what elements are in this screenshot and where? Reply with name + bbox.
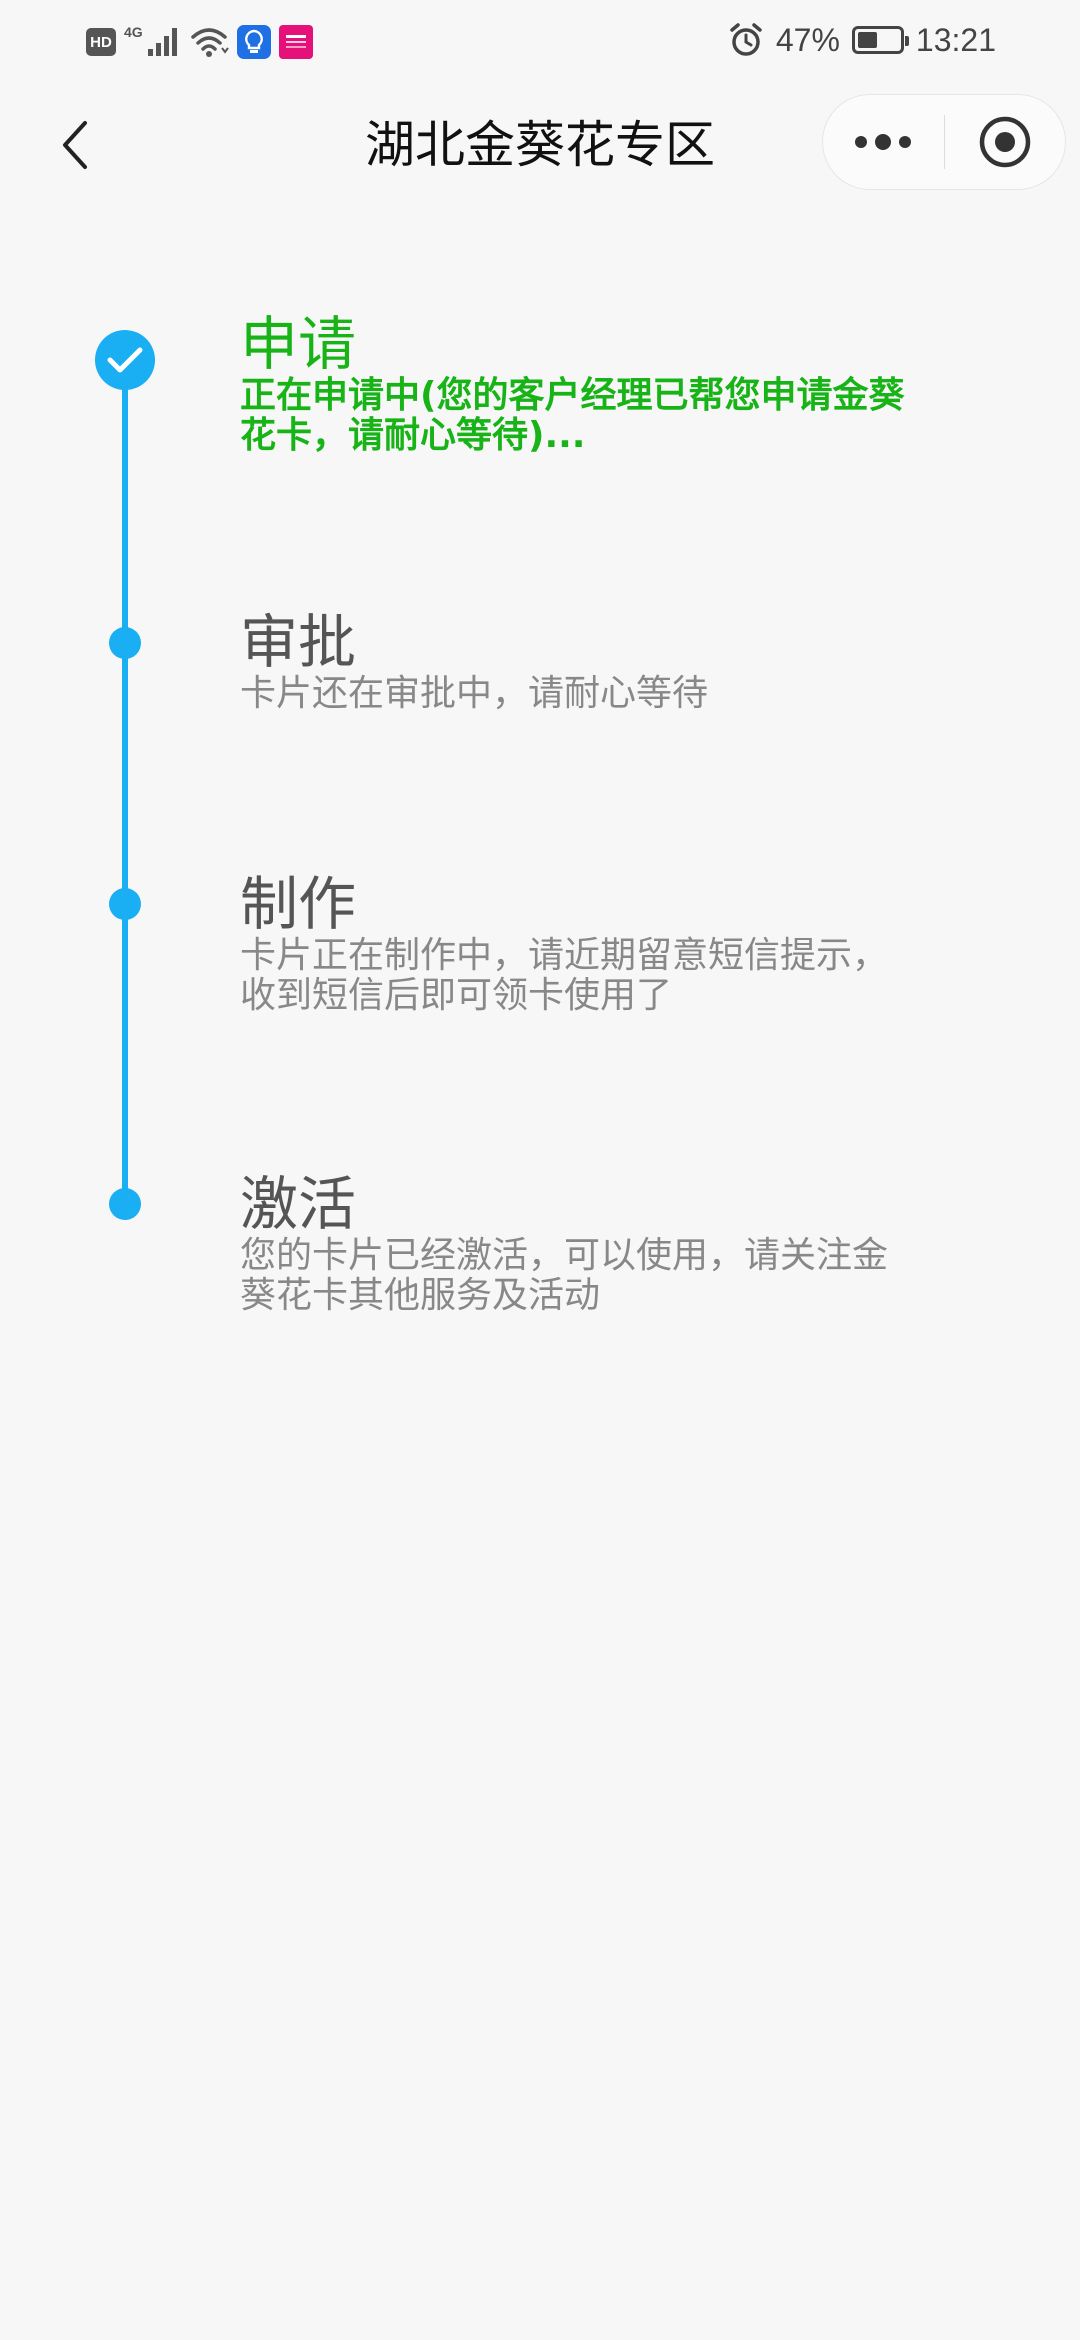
step-desc-line: 正在申请中(您的客户经理已帮您申请金葵	[240, 375, 905, 416]
step-desc-line: 花卡，请耐心等待)...	[240, 415, 586, 456]
checkmark-icon	[107, 347, 143, 373]
step-production: 制作 卡片正在制作中，请近期留意短信提示， 收到短信后即可领卡使用了	[240, 872, 1000, 1016]
step-title: 激活	[240, 1170, 357, 1238]
step-dot-activation	[109, 1188, 141, 1220]
step-complete-node	[95, 330, 155, 390]
wifi-icon	[190, 28, 229, 57]
status-bar: HD 4G	[0, 0, 1080, 80]
status-bar-left: HD 4G	[86, 22, 313, 62]
chevron-left-icon	[63, 121, 87, 169]
hd-badge: HD	[86, 28, 116, 56]
step-title: 制作	[240, 870, 357, 938]
clock: 13:21	[915, 21, 996, 58]
status-bar-right: 47% 13:21	[728, 18, 996, 62]
close-button[interactable]	[945, 95, 1066, 189]
step-approval: 审批 卡片还在审批中，请耐心等待	[240, 610, 1000, 714]
step-desc-line: 葵花卡其他服务及活动	[240, 1275, 601, 1316]
more-button[interactable]	[823, 95, 944, 189]
step-dot-production	[109, 888, 141, 920]
alarm-icon	[730, 23, 762, 56]
battery-percent: 47%	[775, 21, 840, 58]
pink-app-icon	[278, 25, 313, 59]
signal-icon	[147, 28, 177, 56]
step-apply: 申请 正在申请中(您的客户经理已帮您申请金葵 花卡，请耐心等待)...	[240, 312, 1000, 456]
battery-icon	[851, 26, 909, 54]
network-type-label: 4G	[124, 24, 143, 40]
step-title: 申请	[240, 310, 357, 378]
mini-program-capsule	[822, 94, 1066, 190]
nav-bar: 湖北金葵花专区	[0, 90, 1080, 200]
step-desc-line: 您的卡片已经激活，可以使用，请关注金	[240, 1235, 889, 1276]
step-title: 审批	[240, 608, 357, 676]
target-close-icon	[979, 116, 1030, 168]
step-dot-approval	[109, 627, 141, 659]
timeline-line	[122, 358, 128, 1204]
lightbulb-app-icon	[236, 25, 271, 59]
more-dots-icon	[855, 134, 912, 150]
step-desc-line: 卡片正在制作中，请近期留意短信提示，	[240, 935, 889, 976]
step-activation: 激活 您的卡片已经激活，可以使用，请关注金 葵花卡其他服务及活动	[240, 1172, 1000, 1316]
page-title: 湖北金葵花专区	[365, 116, 715, 174]
step-desc-line: 收到短信后即可领卡使用了	[240, 975, 673, 1016]
back-button[interactable]	[40, 110, 110, 180]
capsule-divider	[943, 115, 945, 169]
battery-fill	[857, 32, 877, 48]
step-desc-line: 卡片还在审批中，请耐心等待	[240, 673, 709, 714]
